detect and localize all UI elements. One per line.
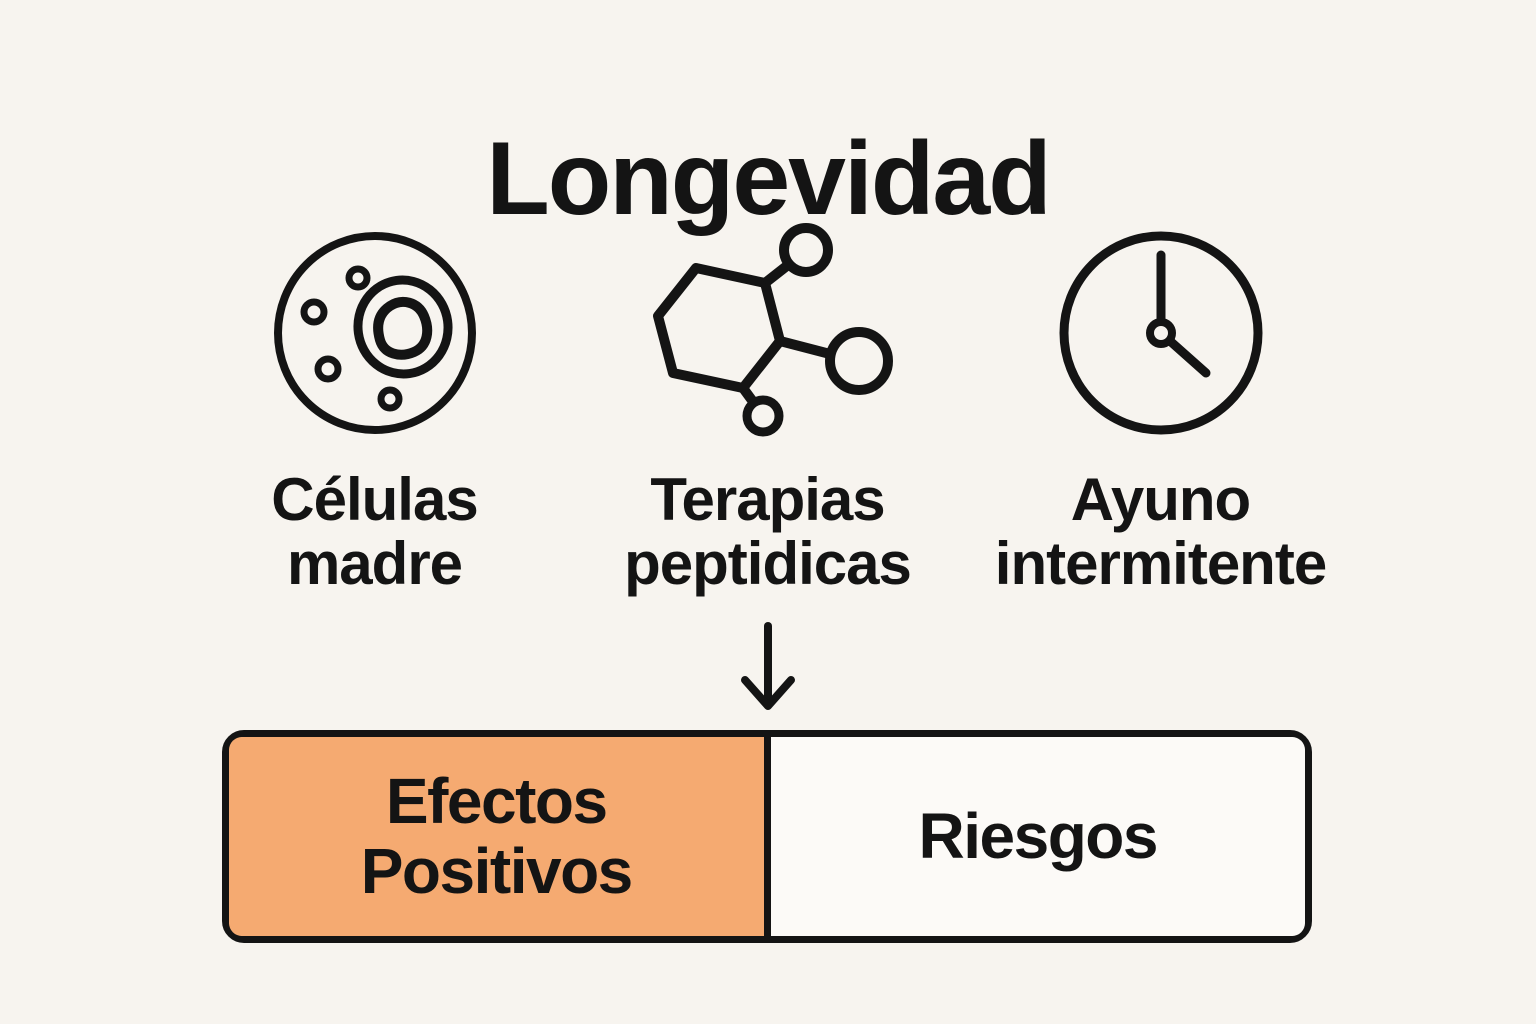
page-title: Longevidad (486, 120, 1052, 237)
pillar-intermittent-fasting: Ayuno intermitente (964, 222, 1357, 596)
down-arrow-icon (735, 620, 801, 716)
pillar-label-intermittent-fasting: Ayuno intermitente (994, 466, 1327, 598)
positive-effects-section: Efectos Positivos (229, 737, 771, 936)
pillar-peptide-therapies: Terapias peptidicas (571, 222, 964, 596)
pillar-stem-cells: Células madre (178, 222, 571, 596)
stem-cell-icon (270, 222, 480, 444)
molecule-icon (638, 222, 898, 444)
outcomes-box: Efectos Positivos Riesgos (222, 730, 1312, 943)
positive-effects-label: Efectos Positivos (360, 765, 634, 907)
clock-icon (1056, 222, 1266, 444)
pillar-label-peptide-therapies: Terapias peptidicas (624, 466, 912, 598)
pillar-label-stem-cells: Células madre (271, 466, 478, 598)
risks-label: Riesgos (918, 799, 1159, 872)
risks-section: Riesgos (770, 737, 1305, 936)
pillars-row: Células madre Terapias peptidicas (178, 222, 1358, 596)
